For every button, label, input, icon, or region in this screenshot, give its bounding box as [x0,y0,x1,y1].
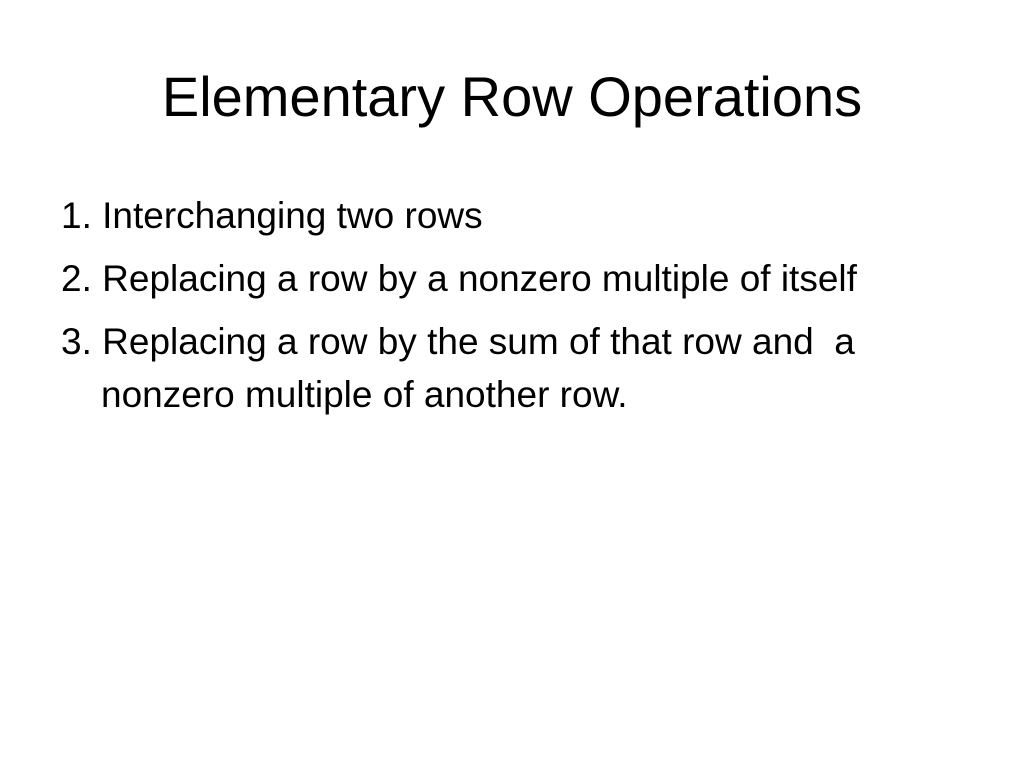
list-item: 2. Replacing a row by a nonzero multiple… [61,252,951,305]
item-text: Replacing a row by a nonzero multiple of… [102,258,857,299]
item-text: Interchanging two rows [102,195,483,236]
item-number: 3. [61,321,92,362]
item-number: 1. [61,195,92,236]
list-item: 3. Replacing a row by the sum of that ro… [61,315,951,421]
item-number: 2. [61,258,92,299]
slide-title: Elementary Row Operations [161,65,863,128]
list-item: 1. Interchanging two rows [61,189,951,242]
item-text: Replacing a row by the sum of that row a… [101,321,866,415]
operations-list: 1. Interchanging two rows 2. Replacing a… [61,189,951,431]
